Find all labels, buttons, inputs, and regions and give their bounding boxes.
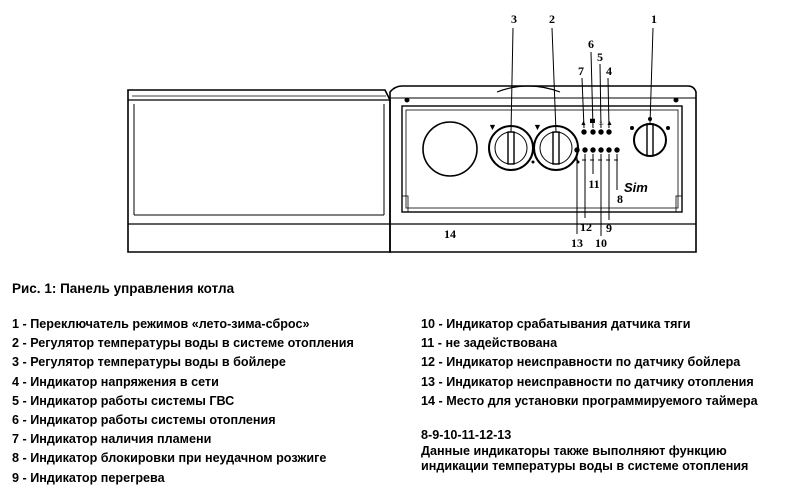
- legend-item-11: 11 - не задействована: [421, 336, 558, 351]
- callout-2: 2: [549, 12, 555, 26]
- legend-item-1: 1 - Переключатель режимов «лето-зима-сбр…: [12, 317, 310, 331]
- callout-8: 8: [617, 192, 623, 206]
- callout-3: 3: [511, 12, 517, 26]
- callout-5: 5: [597, 50, 603, 64]
- control-panel-diagram: ▼ ▼ ▲ ▀ ♨ ▲: [127, 12, 697, 253]
- legend-item-9: 9 - Индикатор перегрева: [12, 470, 165, 485]
- callout-11: 11: [588, 177, 599, 191]
- led-heating-6: [590, 129, 596, 135]
- legend-item-14: 14 - Место для установки программируемог…: [421, 393, 758, 408]
- boiler-front-door: [127, 89, 391, 253]
- led-12: [582, 147, 588, 153]
- led-8: [614, 147, 620, 153]
- note-line-1: Данные индикаторы также выполняют функци…: [421, 443, 727, 458]
- callout-13: 13: [571, 236, 583, 250]
- legend-left-column: 1 - Переключатель режимов «лето-зима-сбр…: [12, 315, 354, 488]
- svg-text:▼: ▼: [488, 122, 497, 132]
- callout-1: 1: [651, 12, 657, 26]
- brand-logo: Sim: [624, 180, 648, 195]
- callout-4: 4: [606, 64, 612, 78]
- svg-text:▼: ▼: [533, 122, 542, 132]
- callout-7: 7: [578, 64, 584, 78]
- led-10: [598, 147, 604, 153]
- led-dhw-5: [598, 129, 604, 135]
- callout-12: 12: [580, 220, 592, 234]
- led-13: [574, 147, 580, 153]
- callout-6: 6: [588, 37, 594, 51]
- note-ids: 8-9-10-11-12-13: [421, 428, 512, 442]
- legend-item-4: 4 - Индикатор напряжения в сети: [12, 374, 219, 389]
- indicator-note: 8-9-10-11-12-13 Данные индикаторы также …: [421, 428, 748, 475]
- legend-item-2: 2 - Регулятор температуры воды в системе…: [12, 336, 354, 351]
- led-11: [590, 147, 596, 153]
- legend-item-8: 8 - Индикатор блокировки при неудачном р…: [12, 451, 327, 466]
- legend-item-13: 13 - Индикатор неисправности по датчику …: [421, 374, 754, 389]
- timer-slot: [422, 121, 478, 177]
- legend-item-5: 5 - Индикатор работы системы ГВС: [12, 393, 235, 408]
- leader-lines: [510, 27, 654, 236]
- legend-item-10: 10 - Индикатор срабатывания датчика тяги: [421, 317, 691, 331]
- figure-caption: Рис. 1: Панель управления котла: [12, 281, 235, 296]
- led-9: [606, 147, 612, 153]
- legend-item-12: 12 - Индикатор неисправности по датчику …: [421, 355, 741, 370]
- callout-labels: 1 2 3 4 5 6 7 8 9 10 11 12 13 14: [444, 12, 657, 250]
- legend-item-7: 7 - Индикатор наличия пламени: [12, 432, 212, 447]
- callout-9: 9: [606, 221, 612, 235]
- callout-14: 14: [444, 227, 456, 241]
- legend-item-6: 6 - Индикатор работы системы отопления: [12, 413, 276, 428]
- svg-text:Sim: Sim: [624, 180, 648, 195]
- led-power-4: [606, 129, 612, 135]
- legend-right-column: 10 - Индикатор срабатывания датчика тяги…: [421, 315, 758, 411]
- note-line-2: индикации температуры воды в системе ото…: [421, 459, 749, 473]
- control-panel-body: [389, 85, 697, 253]
- led-flame-7: [581, 129, 587, 135]
- legend-item-3: 3 - Регулятор температуры воды в бойлере: [12, 355, 286, 370]
- callout-10: 10: [595, 236, 607, 250]
- svg-text:▲: ▲: [606, 119, 613, 127]
- indicator-leds: ▲ ▀ ♨ ▲: [574, 118, 620, 161]
